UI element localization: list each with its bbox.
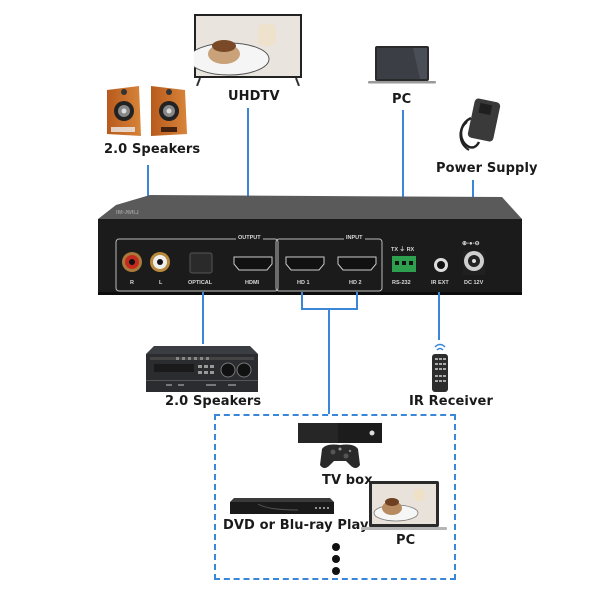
brand-label: LINK-MI	[116, 210, 139, 216]
port-l[interactable]: L	[159, 280, 163, 286]
rs232-txrx-label: TX ⏚ RX	[391, 247, 415, 253]
amplifier-icon	[146, 346, 258, 394]
power-supply-label: Power Supply	[436, 161, 538, 176]
wire-ir	[438, 292, 440, 340]
wire-uhdtv	[247, 108, 249, 232]
wire-hd2	[356, 292, 358, 310]
dc-polarity-label: ⊕-●-⊖	[462, 241, 480, 247]
output-group-label: OUTPUT	[236, 235, 263, 241]
speakers-top-label: 2.0 Speakers	[104, 142, 201, 157]
tv-icon	[188, 14, 302, 87]
port-hdmi-out[interactable]: HDMI	[245, 280, 260, 286]
power-adapter-icon	[455, 98, 501, 154]
hdmi-switch-device: LINK-MI OUTPUT INPUT TX ⏚ RX ⊕-●-⊖ R L O…	[98, 195, 522, 297]
game-console-icon	[296, 421, 384, 473]
port-ir-ext[interactable]: IR EXT	[431, 280, 449, 286]
port-r[interactable]: R	[130, 280, 134, 286]
wire-pc-top	[402, 110, 404, 232]
sources-group-box	[214, 414, 456, 580]
wire-sources	[328, 308, 330, 414]
port-hd1[interactable]: HD 1	[297, 280, 310, 286]
uhdtv-label: UHDTV	[228, 89, 280, 104]
laptop-icon	[368, 44, 436, 84]
remote-control-icon	[427, 342, 453, 394]
laptop-bottom-icon	[361, 481, 447, 531]
tv-box-label: TV box	[322, 473, 373, 488]
dvd-player-label: DVD or Blu-ray Player	[223, 518, 384, 533]
wire-hd1	[301, 292, 303, 310]
pc-bottom-label: PC	[396, 533, 416, 548]
pc-top-label: PC	[392, 92, 412, 107]
amplifier-label: 2.0 Speakers	[165, 394, 262, 409]
port-optical[interactable]: OPTICAL	[188, 280, 213, 286]
more-sources-ellipsis-icon	[330, 542, 342, 576]
bookshelf-speakers-icon	[105, 84, 191, 138]
input-group-label: INPUT	[344, 235, 365, 241]
port-dc-12v[interactable]: DC 12V	[464, 280, 484, 286]
wire-optical	[202, 292, 204, 344]
dvd-player-icon	[228, 498, 336, 516]
ir-receiver-label: IR Receiver	[409, 394, 493, 409]
port-rs232[interactable]: RS-232	[392, 280, 411, 286]
port-hd2[interactable]: HD 2	[349, 280, 362, 286]
